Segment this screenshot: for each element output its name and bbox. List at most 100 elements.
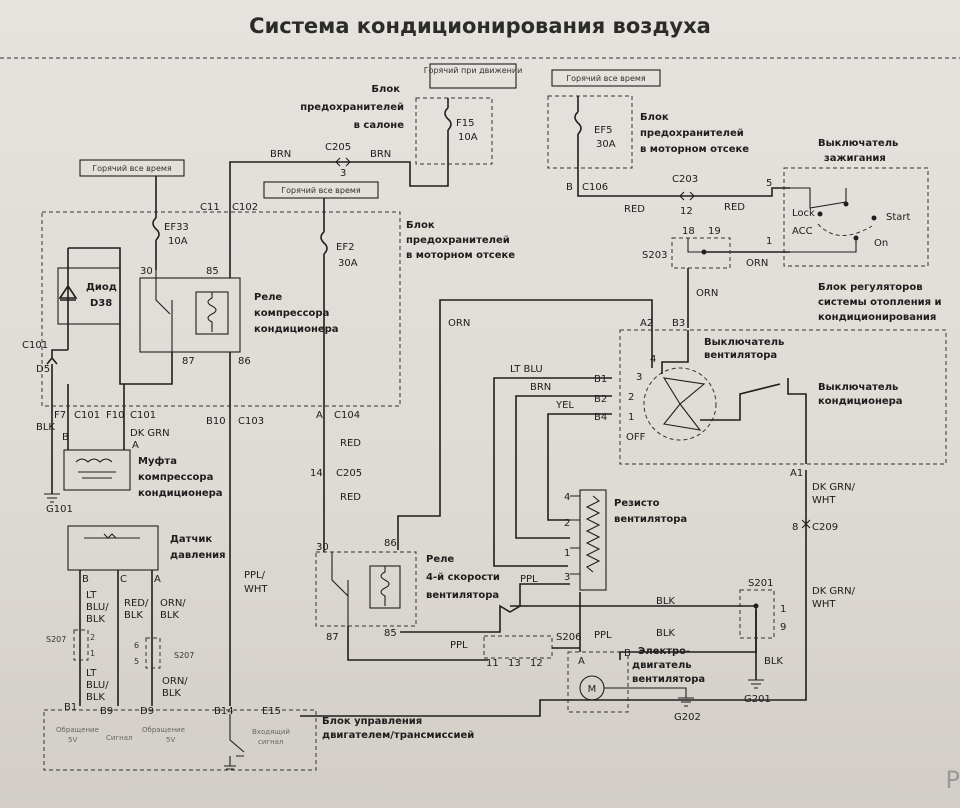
sr-pin-30: 30 [316,542,329,553]
motor-pin-b: B [624,648,631,659]
orn-b3-label: ORN [696,288,718,299]
c205-top-connector [335,157,351,167]
hvac-block-box [619,329,947,465]
s201-label: S201 [748,578,773,589]
brn-b2-label: BRN [530,382,551,393]
motor-ground-wire [604,687,687,698]
compressor-relay-contact [155,270,173,352]
red-blk-1: RED/ [124,598,149,609]
ignition-switch-label-2: зажигания [824,153,886,164]
s207-right-pin-6: 6 [134,641,139,650]
s207-right-box [145,637,161,669]
g202-label: G202 [674,712,701,723]
ef2-label: EF2 [336,242,354,253]
red-ign-label-2: RED [724,202,745,213]
s206-pin-11: 11 [486,658,499,669]
fan-resistor-label-1: Резисто [614,498,660,509]
ecu-pin-b1: B1 [64,702,77,713]
red-ign-label-1: RED [624,204,645,215]
g201-label: G201 [744,694,771,705]
ef33-fuse-symbol [152,217,160,241]
c11-label: C11 [200,202,220,213]
s206-box [483,635,553,659]
fan-pos-off: OFF [626,432,646,443]
g101-symbol [44,493,60,503]
ef2-rating: 30A [338,258,358,269]
s201-pin-9: 9 [780,622,786,633]
diode-label-2: D38 [90,298,112,309]
clutch-box [63,449,131,491]
c103-label: C103 [238,416,264,427]
ppl-s206-left: PPL [450,640,468,651]
f15-fuse-symbol [444,107,452,131]
cabin-fuse-box [415,97,493,165]
s201-dot [753,603,759,609]
ef5-rating: 30A [596,139,616,150]
fan-switch-label-1: Выключатель [704,337,784,348]
dk-grn-wht-1a: DK GRN/ [812,482,856,493]
engine-fuse-right-label-1: Блок [640,112,669,123]
ecu-obr-5v-1: Обращение [56,726,99,734]
ps-pin-c: C [120,574,127,585]
fan-pos-3: 3 [636,372,642,383]
s207-left-pin-2: 2 [90,633,95,642]
c101-right: C101 [130,410,156,421]
hot-always-fuse-box [551,69,661,87]
ignition-arc [817,223,873,236]
ecu-pin-b9: B9 [100,706,113,717]
compressor-relay-coil [207,292,217,332]
pressure-sensor-symbol [84,533,140,539]
compressor-relay-label-1: Реле [254,292,282,303]
lt-blu-wire [493,377,612,567]
pin-b4: B4 [594,412,607,423]
orn-blk-bot-2: BLK [162,688,181,699]
orn-blk-bot-1: ORN/ [162,676,188,687]
relay87-wire [347,626,488,661]
c106-pin: B [566,182,573,193]
res-pin-4: 4 [564,492,570,503]
c101-f7: F7 [54,410,66,421]
ps-pin-a: A [154,574,161,585]
clutch-label-2: компрессора [138,472,213,483]
c205-top-pin: 3 [340,168,346,179]
lt-blu-blk-top-1: LT [86,590,97,601]
s203-label: S203 [642,250,667,261]
c203-pin: 12 [680,206,693,217]
hvac-block-label-2: системы отопления и [818,297,942,308]
c101-mid: C101 [74,410,100,421]
c205-mid-label: C205 [336,468,362,479]
ac-switch-label-2: кондиционера [818,396,903,407]
ecu-pin-b14: B14 [214,706,234,717]
blk-g201-label: BLK [764,656,783,667]
hot-in-motion-label: Горячий при движении [424,66,523,75]
res-pin-1: 1 [564,548,570,559]
ecu-obr-5v-3: Обращение [142,726,185,734]
ecu-signal: Сигнал [106,734,132,742]
ecu-obr-5v-4: 5V [166,736,175,744]
ecu-pin-e15: E15 [262,706,281,717]
speed-relay-label-2: 4-й скорости [426,572,500,583]
s203-internal [687,238,704,253]
blk-s206-label: BLK [656,628,675,639]
clutch-label-1: Муфта [138,455,177,467]
pin-b1: B1 [594,374,607,385]
fan-pos-4: 4 [650,354,656,365]
ppl-wht-label-1: PPL/ [244,570,266,581]
relay-pin-87: 87 [182,356,195,367]
engine-fuse-mid-box [41,211,401,407]
ef33-rating: 10A [168,236,188,247]
c205-mid-pin: 14 [310,468,323,479]
brn-wire [229,161,449,206]
ign-lock-dot [817,211,823,217]
orn-blk-top-2: BLK [160,610,179,621]
f15-label: F15 [456,118,474,129]
ef2-fuse-symbol [320,231,328,255]
diode-label-1: Диод [86,282,117,293]
speed-relay-box [315,551,417,627]
pin-b2: B2 [594,394,607,405]
engine-fuse-mid-label-1: Блок [406,220,435,231]
c101-left-label: C101 [22,340,48,351]
blk-top-label: BLK [656,596,675,607]
sr-pin-87: 87 [326,632,339,643]
